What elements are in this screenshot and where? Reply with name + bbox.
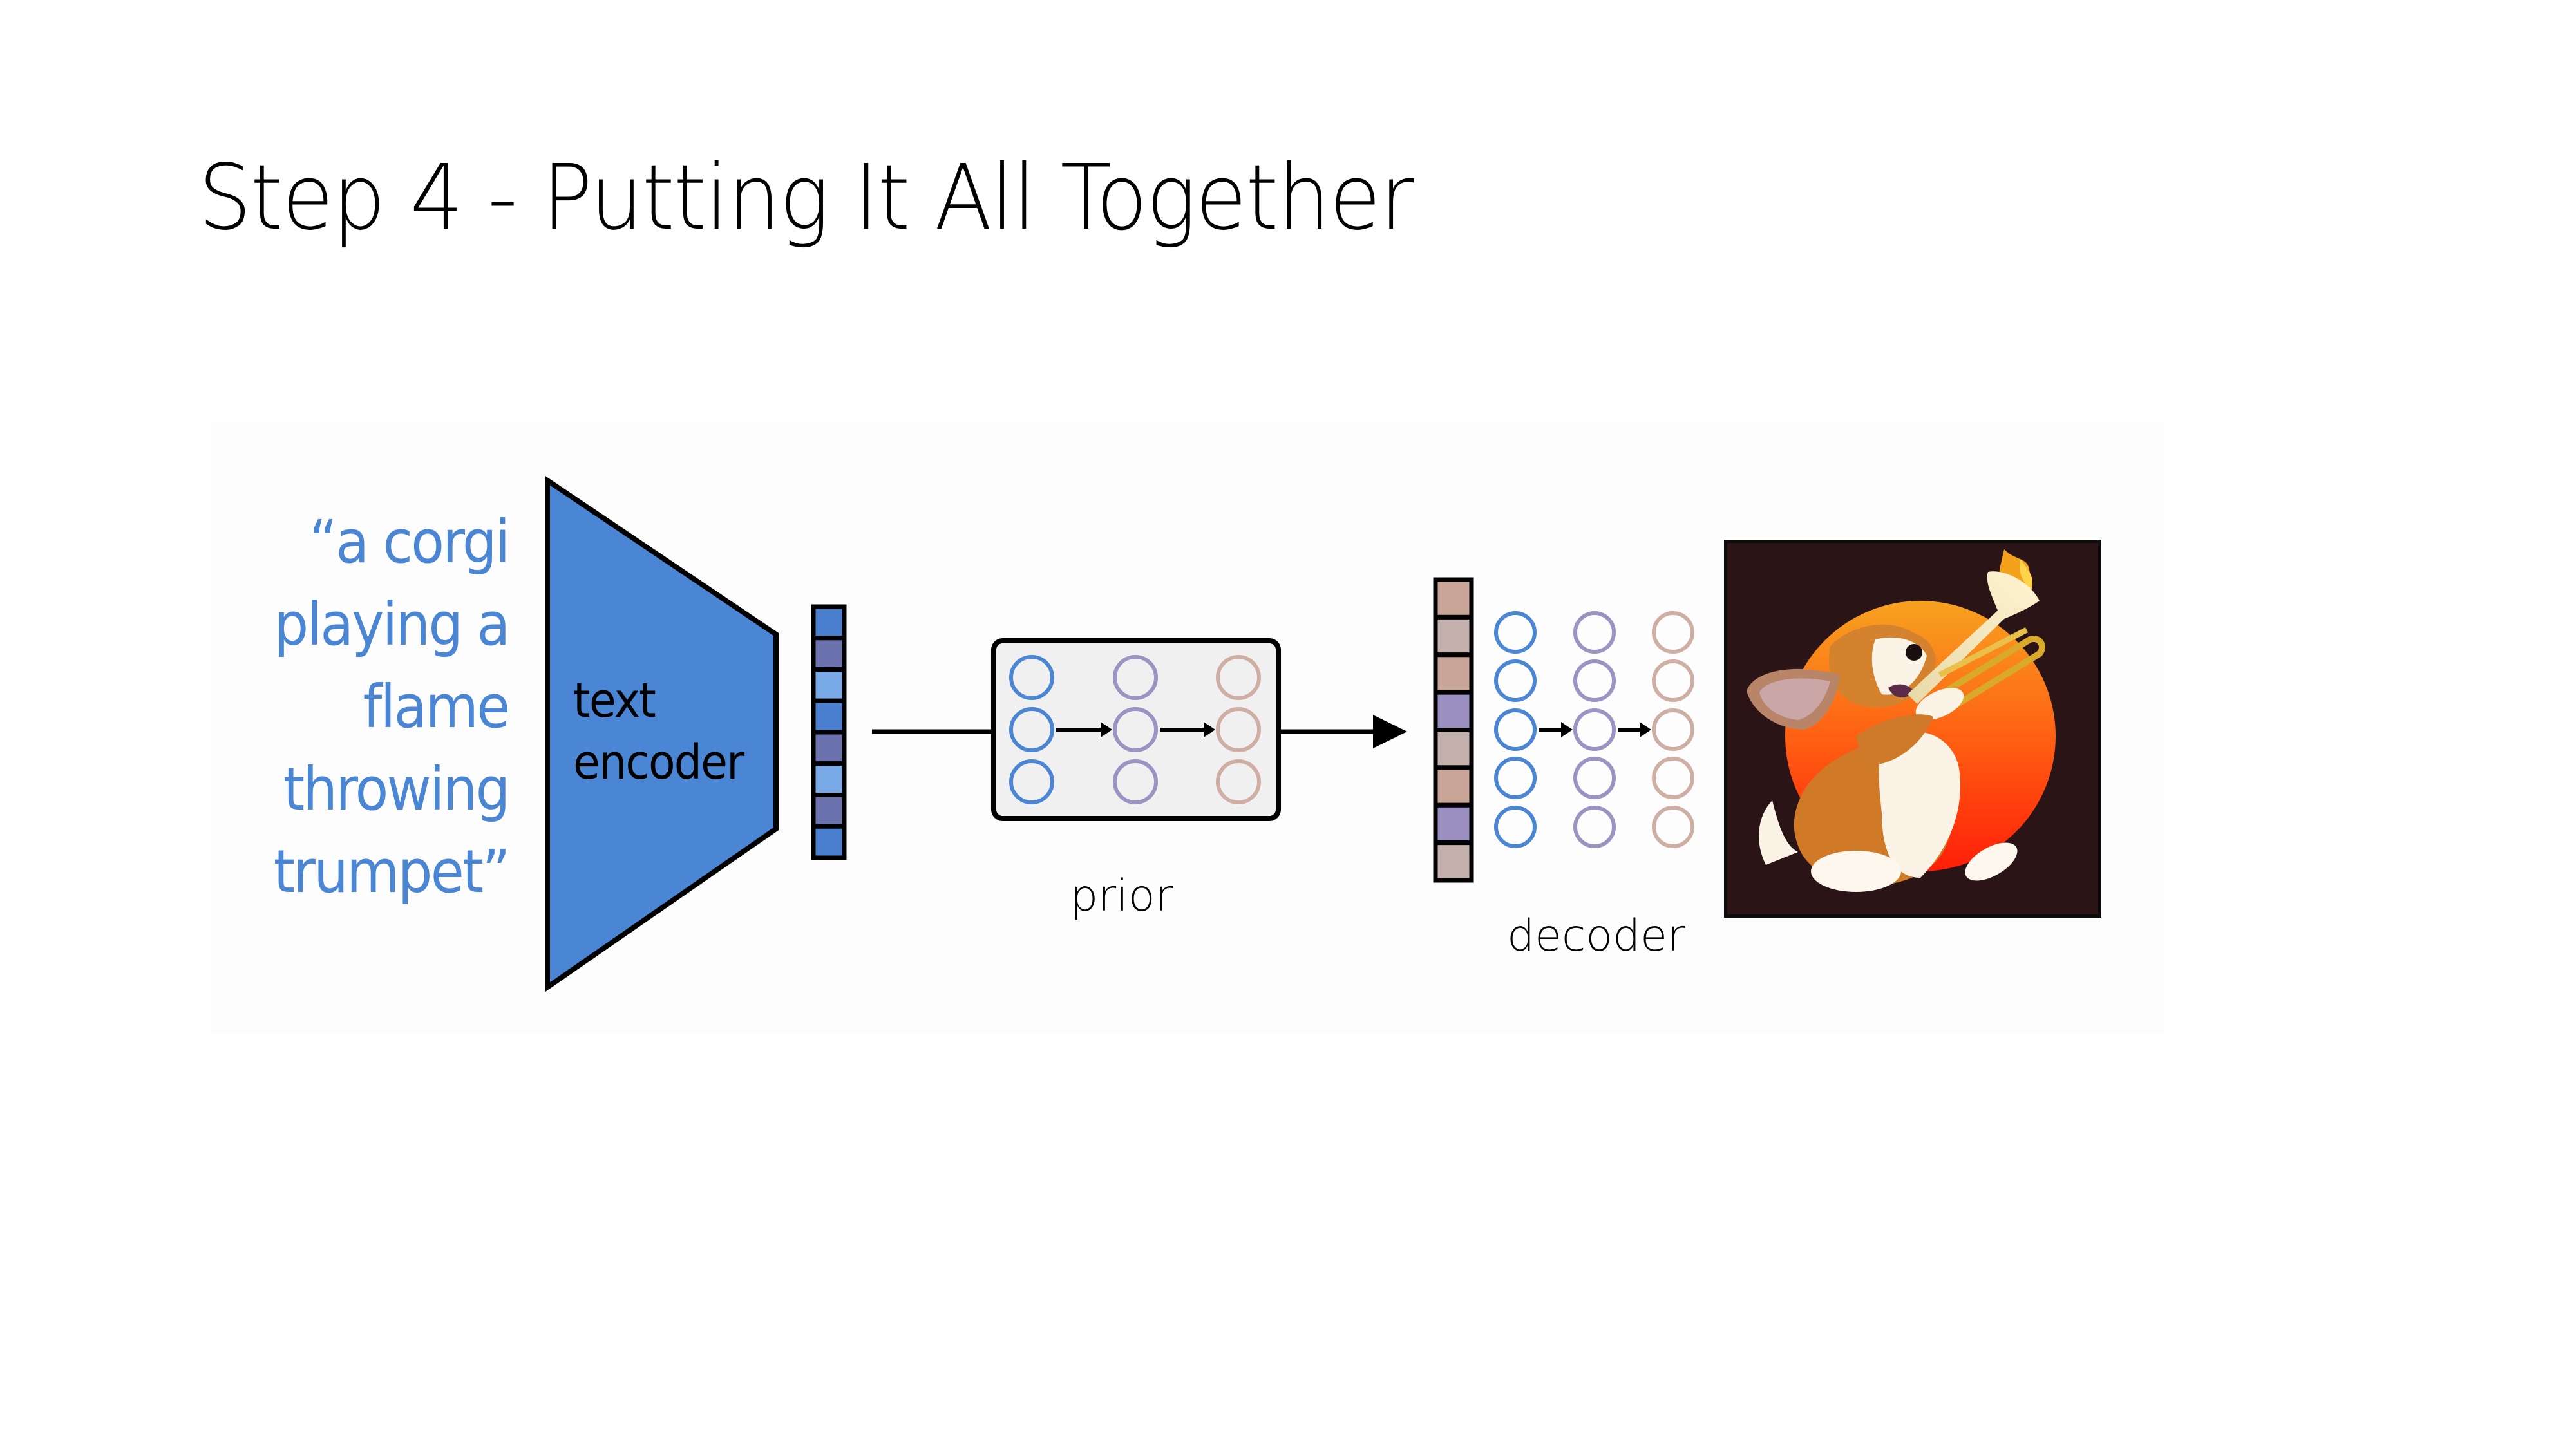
embedding-cell: [811, 793, 847, 829]
embedding-cell: [811, 698, 847, 735]
embedding-cell: [1433, 728, 1474, 770]
arrow-head-icon: [1373, 715, 1407, 748]
corgi-nose: [1906, 644, 1922, 661]
network-node: [1009, 707, 1054, 752]
text-encoder-label: text encoder: [573, 670, 744, 793]
corgi-leg: [1811, 851, 1901, 892]
embedding-cell: [811, 636, 847, 672]
network-node: [1113, 707, 1158, 752]
embedding-cell: [811, 824, 847, 860]
network-node: [1009, 655, 1054, 700]
network-node: [1573, 611, 1616, 654]
corgi-chest: [1879, 731, 1960, 878]
text-prompt: “a corgi playing a flame throwing trumpe…: [274, 501, 511, 913]
network-node: [1216, 707, 1261, 752]
network-node: [1573, 806, 1616, 848]
network-node: [1494, 806, 1537, 848]
flame-icon: [2019, 559, 2033, 594]
network-node: [1113, 655, 1158, 700]
network-node: [1494, 659, 1537, 702]
network-node: [1216, 759, 1261, 804]
embedding-cell: [1433, 840, 1474, 883]
image-embedding-vector: [1433, 577, 1474, 883]
prior-label: prior: [1070, 871, 1173, 922]
network-node: [1494, 708, 1537, 751]
corgi-leg: [1965, 842, 2018, 881]
embedding-cell: [1433, 802, 1474, 846]
corgi-mouth: [1888, 684, 1914, 698]
decoder-label: decoder: [1507, 911, 1685, 961]
corgi-illustration: [1727, 543, 2098, 914]
embedding-cell: [811, 730, 847, 766]
trumpet-slide: [1944, 636, 2045, 710]
embedding-cell: [1433, 690, 1474, 732]
corgi-tail: [1759, 800, 1798, 865]
prompt-line: throwing: [283, 755, 510, 824]
prior-network: [1009, 655, 1261, 804]
embedding-cell: [1433, 577, 1474, 620]
prompt-line: playing a: [274, 590, 511, 659]
prompt-line: trumpet”: [274, 837, 511, 906]
network-node: [1652, 806, 1694, 848]
encoder-label-line: text: [573, 673, 656, 728]
arrow-head-icon: [1640, 722, 1651, 737]
network-node: [1494, 757, 1537, 799]
network-node: [1216, 655, 1261, 700]
trumpet-bell: [1908, 571, 2040, 704]
prompt-line: flame: [363, 672, 511, 741]
embedding-cell: [811, 604, 847, 641]
corgi-arm: [1856, 714, 1933, 766]
prior-box: [991, 638, 1281, 821]
embedding-cell: [1433, 614, 1474, 658]
corgi-paw: [1915, 688, 1964, 720]
prompt-line: “a corgi: [309, 507, 511, 576]
arrow-head-icon: [1101, 722, 1112, 737]
network-node: [1652, 659, 1694, 702]
generated-corgi-image: [1724, 540, 2101, 918]
network-node: [1652, 708, 1694, 751]
embedding-cell: [1433, 765, 1474, 808]
embedding-cell: [811, 667, 847, 703]
trumpet-slide: [1938, 627, 2029, 677]
text-encoder-block: [545, 475, 779, 992]
network-node: [1494, 611, 1537, 654]
arrow-head-icon: [1561, 722, 1573, 737]
corgi-ear-inner: [1759, 678, 1830, 720]
decoder-network: [1494, 611, 1694, 848]
encoder-label-line: encoder: [573, 735, 744, 790]
text-embedding-vector: [811, 604, 847, 860]
network-node: [1113, 759, 1158, 804]
network-node: [1652, 611, 1694, 654]
embedding-cell: [811, 761, 847, 797]
network-node: [1573, 708, 1616, 751]
embedding-cell: [1433, 652, 1474, 695]
arrow-head-icon: [1204, 722, 1215, 737]
network-node: [1573, 659, 1616, 702]
network-node: [1573, 757, 1616, 799]
slide-title: Step 4 - Putting It All Together: [198, 146, 1414, 251]
network-node: [1009, 759, 1054, 804]
network-node: [1652, 757, 1694, 799]
